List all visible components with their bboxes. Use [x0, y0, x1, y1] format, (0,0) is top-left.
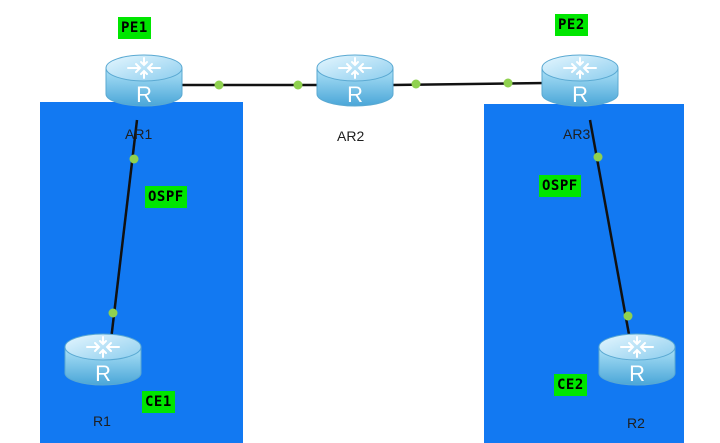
router-r1[interactable]: R	[64, 333, 142, 386]
port-dot	[293, 80, 303, 90]
router-ar3[interactable]: R	[541, 54, 619, 107]
port-dot	[411, 79, 421, 89]
router-ar2[interactable]: R	[316, 54, 394, 107]
router-label-ar1: AR1	[125, 126, 153, 142]
router-ar1[interactable]: R	[105, 54, 183, 107]
port-dot	[593, 152, 603, 162]
role-tag-ce1: CE1	[142, 391, 175, 413]
router-label-r2: R2	[627, 415, 645, 431]
router-glyph: R	[572, 82, 588, 107]
port-dot	[108, 308, 118, 318]
port-dot	[214, 80, 224, 90]
role-tag-ce2: CE2	[554, 374, 587, 396]
router-label-ar2: AR2	[337, 128, 365, 144]
region-left	[40, 102, 243, 443]
port-dot	[129, 154, 139, 164]
router-glyph: R	[347, 82, 363, 107]
link-label-ospf-left: OSPF	[145, 186, 187, 208]
role-tag-pe2: PE2	[555, 14, 588, 36]
router-glyph: R	[629, 361, 645, 386]
router-glyph: R	[95, 361, 111, 386]
role-tag-pe1: PE1	[118, 17, 151, 39]
router-label-r1: R1	[93, 413, 111, 429]
router-label-ar3: AR3	[563, 126, 591, 142]
router-r2[interactable]: R	[598, 333, 676, 386]
router-glyph: R	[136, 82, 152, 107]
port-dot	[623, 311, 633, 321]
link-label-ospf-right: OSPF	[539, 175, 581, 197]
port-dot	[503, 78, 513, 88]
